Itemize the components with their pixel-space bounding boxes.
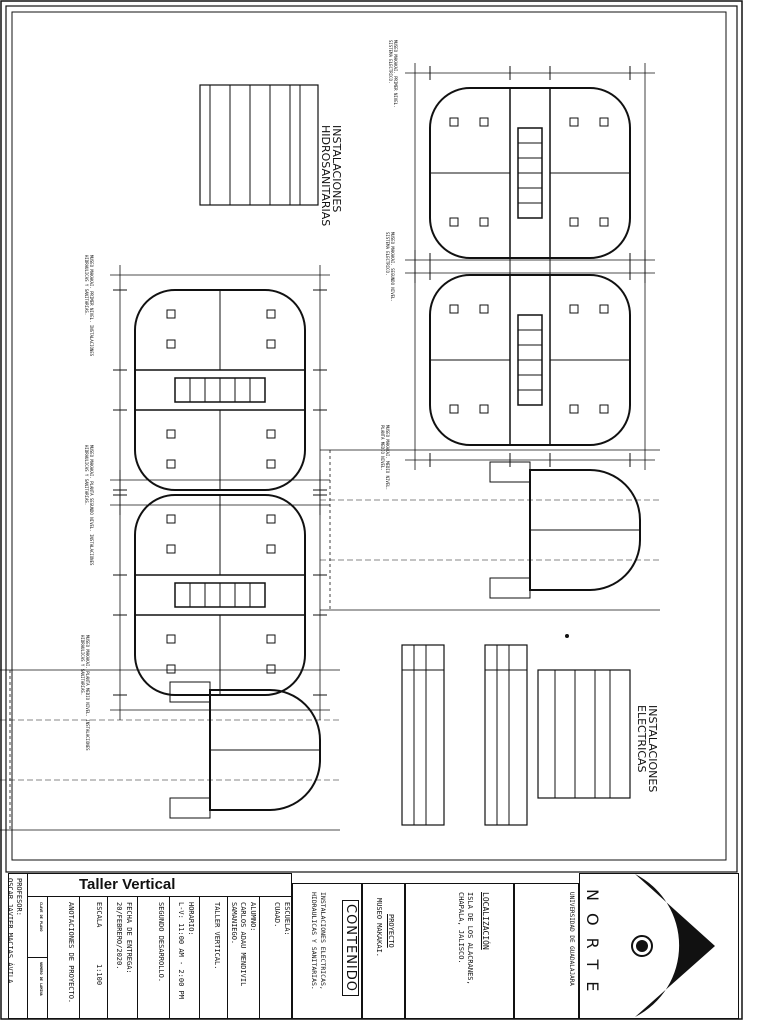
delivery-label: FECHA DE ENTREGA:	[125, 902, 133, 974]
elec-plan-half-label: MUSEO MAKAKAI. MEDIO NIVEL. PLANTA MEDIO…	[380, 425, 390, 491]
notes-label: ANOTACIONES DE PROYECTO.	[67, 902, 75, 1004]
hydro-legend-table	[199, 84, 319, 206]
elec-plan-ground	[404, 62, 656, 284]
school-value: CUAAD.	[273, 902, 281, 928]
elec-legend-table	[537, 669, 631, 799]
north-label: NORTE	[583, 889, 602, 1004]
project-cell: PROYECTO MUSEO MAKAKAI.	[362, 883, 405, 1019]
elec-plan-ground-label: MUSEO MAKAKAI. PRIMER NIVEL. SISTEMA ELE…	[388, 40, 398, 108]
key-col2: NUMERO DE LAMINA	[39, 962, 43, 996]
location-cell: LOCALIZACIÓN ISLA DE LOS ALACRANES, CHAP…	[405, 883, 514, 1019]
hydro-plan-ground-label: MUSEO MAKAKAI. PRIMER NIVEL. INSTALACION…	[84, 255, 94, 357]
project-value: MUSEO MAKAKAI.	[375, 898, 383, 958]
university-cell: UNIVERSIDAD DE GUADALAJARA	[514, 883, 579, 1019]
north-cell: NORTE	[579, 873, 739, 1019]
hydro-plan-half	[0, 669, 341, 831]
student-value: CARLOS ADAU MENDIVIL SAMANIEGO.	[230, 902, 247, 987]
student-block: Taller Vertical ESCUELA: CUAAD. ALUMNO: …	[6, 873, 292, 1019]
scale-label: ESCALA	[95, 902, 103, 928]
load-table-2	[484, 644, 528, 826]
elec-plan-second-label: MUSEO MAKAKAI. SEGUNDO NIVEL. SISTEMA EL…	[385, 232, 395, 302]
location-value: ISLA DE LOS ALACRANES, CHAPALA, JALISCO.	[457, 892, 474, 985]
north-arrow-icon	[631, 874, 715, 1017]
content-value: INSTALACIONES ELECTRICAS, HIDRAULICAS Y …	[310, 892, 327, 990]
content-label: CONTENIDO	[342, 900, 359, 996]
elec-plan-second	[404, 249, 656, 471]
professor-label: PROFESOR:	[15, 878, 23, 916]
professor-value: OSCAR JAVIER MACIAS ÁVILA	[6, 878, 14, 984]
elec-plan-half	[319, 449, 661, 611]
schedule-label: HORARIO:	[187, 902, 195, 936]
project-label: PROYECTO	[387, 914, 395, 948]
hydro-plan-half-label: MUSEO MAKAKAI. PLANTA MEDIO NIVEL. INSTA…	[80, 635, 90, 751]
course-name: TALLER VERTICAL.	[213, 902, 221, 970]
stage-name: SEGUNDO DESARROLLO.	[157, 902, 165, 983]
delivery-value: 20/FEBRERO/2020.	[115, 902, 123, 970]
hydro-plan-second-label: MUSEO MAKAKAI. PLANTA SEGUNDO NIVEL. INS…	[84, 445, 94, 566]
student-label: ALUMNO:	[249, 902, 257, 932]
university-name: UNIVERSIDAD DE GUADALAJARA	[568, 892, 575, 986]
scale-value: 1:100	[95, 964, 103, 986]
electric-section-title: INSTALACIONES ELECTRICAS	[635, 705, 659, 793]
hydro-plan-ground	[109, 264, 331, 516]
load-table-1	[401, 644, 445, 826]
school-label: ESCUELA:	[283, 902, 291, 936]
location-label: LOCALIZACIÓN	[481, 892, 490, 950]
hydro-section-title: INSTALACIONES HIDROSANITARIAS	[319, 125, 343, 227]
content-cell: CONTENIDO INSTALACIONES ELECTRICAS, HIDR…	[292, 883, 362, 1019]
course-banner: Taller Vertical	[79, 876, 176, 893]
hydro-plan-second	[109, 469, 331, 721]
key-col1: CLAVE DE PLANO	[39, 902, 43, 932]
schedule-value: L-V: 11:00 AM - 2:00 PM	[177, 902, 185, 999]
